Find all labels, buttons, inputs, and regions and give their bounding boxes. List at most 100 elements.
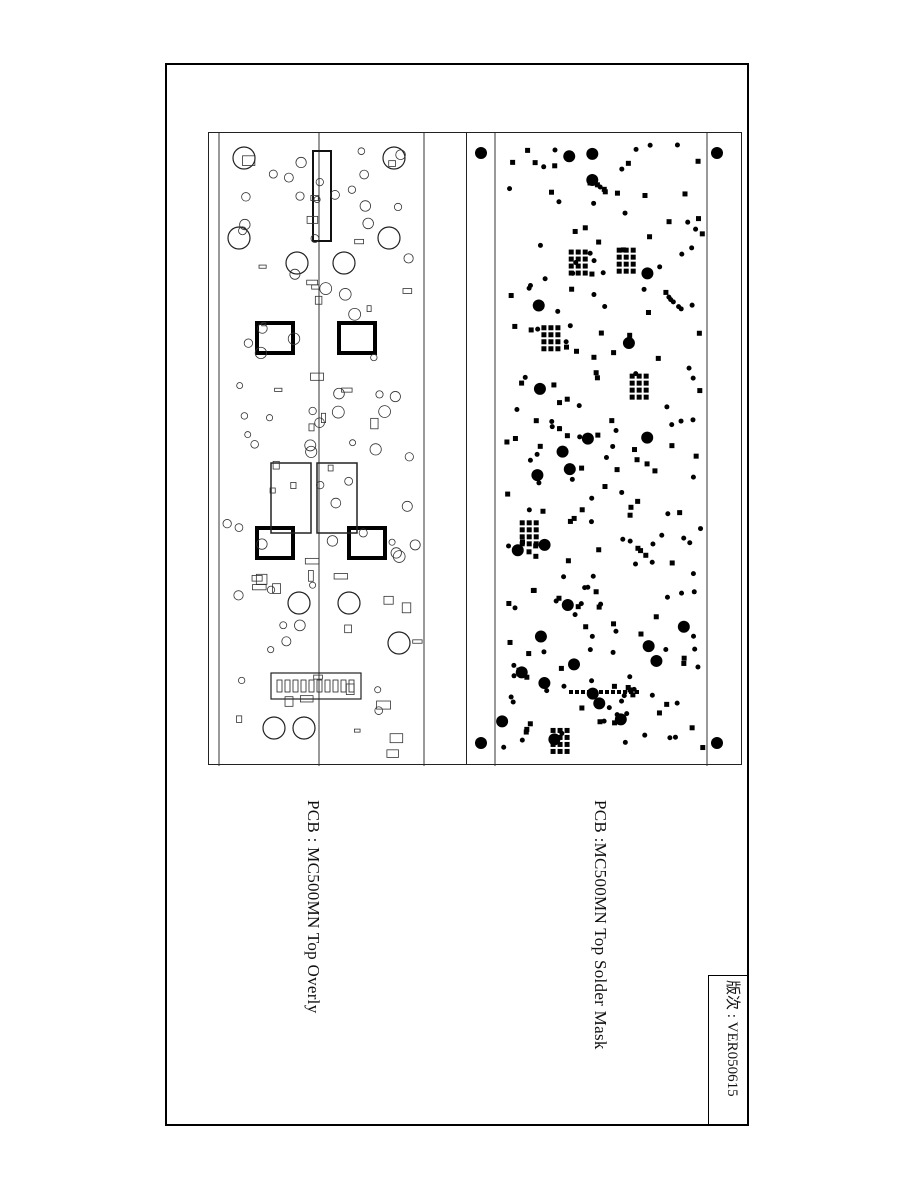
component-pad (313, 195, 321, 203)
solder-pad (647, 142, 653, 148)
component-pad (295, 191, 305, 201)
solder-pad (647, 234, 653, 240)
pad-array (526, 527, 532, 533)
mounting-hole (475, 737, 487, 749)
component-outline (370, 417, 379, 430)
solder-pad (561, 683, 567, 689)
component-outline (402, 288, 413, 294)
solder-pad (606, 705, 612, 711)
mounting-hole (711, 737, 723, 749)
component-outline (299, 695, 314, 703)
pad-array (643, 394, 649, 400)
solder-pad (677, 510, 683, 516)
header-pad (599, 690, 603, 694)
solder-pad (575, 604, 581, 610)
pad-array (557, 748, 563, 754)
solder-pad (590, 573, 596, 579)
component-outline (321, 412, 326, 423)
pad-array (582, 249, 588, 255)
solder-pad (581, 432, 594, 445)
solder-pad (614, 713, 627, 726)
solder-pad (511, 673, 517, 679)
solder-pad (594, 182, 600, 188)
capacitor-outline (387, 631, 411, 655)
pad-array (533, 534, 539, 540)
pad-array (564, 734, 570, 740)
pad-array (623, 261, 629, 267)
component-pad (401, 500, 413, 512)
component-outline (354, 728, 361, 733)
solder-pad (657, 264, 663, 270)
component-pad (395, 149, 406, 160)
pad-array (623, 254, 629, 260)
component-outline (354, 238, 364, 245)
solder-pad (538, 677, 551, 690)
pad-array (568, 263, 574, 269)
pad-array (526, 534, 532, 540)
solder-pad (571, 515, 577, 521)
pad-array (616, 261, 622, 267)
solder-pad (555, 308, 561, 314)
solder-pad (557, 400, 563, 406)
solder-pad (537, 242, 543, 248)
component-outline (258, 264, 267, 269)
pad-array (636, 380, 642, 386)
pad-array (568, 249, 574, 255)
component-pad (256, 538, 268, 550)
solder-pad (586, 173, 599, 186)
solder-pad (519, 380, 525, 386)
solder-pad (612, 720, 618, 726)
solder-pad (561, 598, 574, 611)
solder-pad (669, 422, 675, 428)
solder-pad (611, 683, 617, 689)
solder-pad (634, 457, 640, 463)
solder-pad (619, 698, 625, 704)
solder-pad (611, 621, 617, 627)
component-pad (266, 585, 276, 594)
solder-pad (695, 216, 701, 222)
solder-pad (667, 735, 673, 741)
component-outline (274, 387, 283, 392)
solder-pad (641, 267, 654, 280)
component-outline (306, 279, 319, 286)
component-pad (403, 253, 414, 264)
component-pad (393, 202, 403, 212)
solder-pad (679, 251, 685, 257)
solder-pad (552, 147, 558, 153)
solder-pad (691, 589, 697, 595)
solder-pad (564, 433, 570, 439)
pad-array (564, 748, 570, 754)
pad-array (541, 325, 547, 331)
pad-array (555, 332, 561, 338)
pad-array (643, 387, 649, 393)
solder-pad (533, 418, 539, 424)
component-pad (289, 268, 301, 280)
component-pad (357, 147, 366, 155)
solder-pad (496, 715, 509, 728)
component-pad (283, 172, 294, 183)
pad-array (623, 247, 629, 253)
solder-pad (669, 560, 675, 566)
solder-pad (682, 191, 688, 197)
solder-pad (613, 427, 619, 433)
solder-pad (672, 734, 678, 740)
pad-array (575, 256, 581, 262)
solder-pad (643, 552, 649, 558)
component-pad (308, 406, 317, 416)
solder-pad (693, 453, 699, 459)
solder-pad (532, 160, 538, 166)
component-pad (370, 353, 378, 362)
solder-pad (602, 484, 608, 490)
solder-pad (563, 339, 569, 345)
component-outline (310, 195, 319, 201)
solder-pad (507, 639, 513, 645)
pad-array (526, 520, 532, 526)
solder-pad (537, 443, 543, 449)
solder-pad (533, 382, 546, 395)
solder-pad (527, 457, 533, 463)
component-pad (304, 439, 317, 452)
component-outline (261, 322, 267, 327)
component-outline (236, 715, 243, 723)
pad-array (541, 332, 547, 338)
component-outline (306, 215, 319, 224)
